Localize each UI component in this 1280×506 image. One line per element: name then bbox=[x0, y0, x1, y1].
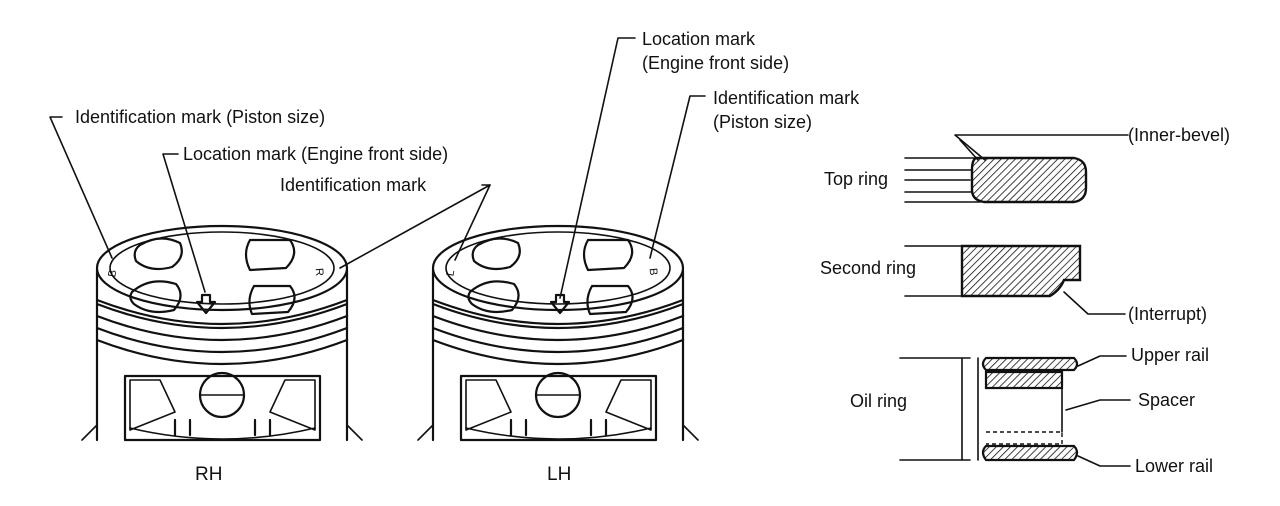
rh-ring-groove-1 bbox=[95, 302, 349, 330]
rh-ident-leader-2 bbox=[454, 184, 491, 261]
lh-ident-size-leader bbox=[649, 95, 706, 259]
lower-rail-leader bbox=[1077, 455, 1131, 467]
lh-window-left bbox=[465, 379, 512, 431]
rh-pin-boss-window bbox=[123, 374, 322, 442]
lh-skirt-sides bbox=[431, 343, 685, 442]
top-ring-cylinder-lines bbox=[904, 157, 981, 203]
rh-boss-bottom bbox=[129, 427, 316, 440]
spacer-upper-section bbox=[984, 370, 1064, 390]
oil-ring-cylinder-lines bbox=[899, 357, 971, 461]
upper-rail-section bbox=[981, 356, 1079, 372]
lh-boss-ribs bbox=[509, 418, 608, 437]
top-ring-drawing bbox=[904, 134, 1129, 204]
lh-boss-bottom bbox=[465, 427, 652, 440]
piston-rh-drawing: B R bbox=[49, 116, 491, 442]
lh-ident-label-line2: (Piston size) bbox=[713, 112, 813, 132]
rh-boss-ribs bbox=[173, 418, 272, 437]
interrupt-label: (Interrupt) bbox=[1128, 304, 1208, 324]
top-ring-section bbox=[970, 156, 1088, 204]
lh-skirt-feet bbox=[417, 424, 699, 441]
second-ring-label: Second ring bbox=[820, 258, 917, 278]
rh-ring-groove-2 bbox=[95, 314, 349, 342]
rh-caption: RH bbox=[195, 464, 223, 485]
inner-bevel-leader-2 bbox=[959, 139, 979, 161]
lh-crown-letter-right: B bbox=[647, 268, 660, 276]
second-ring-drawing bbox=[904, 244, 1126, 315]
interrupt-leader bbox=[1063, 291, 1126, 315]
lh-ring-groove-3 bbox=[431, 326, 685, 354]
lh-valve-relief-4 bbox=[586, 284, 634, 316]
oil-ring-bore-lines bbox=[961, 357, 979, 461]
lh-location-leader bbox=[559, 37, 636, 299]
inner-bevel-label: (Inner-bevel) bbox=[1128, 125, 1231, 145]
rh-crown-letter-right: R bbox=[313, 268, 326, 277]
oil-ring-label: Oil ring bbox=[850, 391, 908, 411]
rh-location-label: Location mark (Engine front side) bbox=[183, 144, 449, 164]
spacer-leader bbox=[1065, 399, 1131, 411]
lh-location-label-line1: Location mark bbox=[642, 29, 756, 49]
spacer-label: Spacer bbox=[1138, 390, 1196, 410]
lh-valve-relief-2 bbox=[582, 238, 634, 272]
lh-valve-relief-3 bbox=[467, 280, 520, 314]
lh-window-right bbox=[605, 379, 652, 431]
lh-location-arrow-mark bbox=[549, 293, 571, 315]
second-ring-section bbox=[960, 244, 1082, 298]
rh-valve-relief-4 bbox=[248, 284, 296, 316]
rh-ident-size-label: Identification mark (Piston size) bbox=[75, 107, 326, 127]
lh-ring-groove-4 bbox=[431, 338, 685, 366]
top-ring-label: Top ring bbox=[824, 169, 889, 189]
lh-pin-boss-window bbox=[459, 374, 658, 442]
lh-caption: LH bbox=[547, 464, 572, 485]
upper-rail-leader bbox=[1077, 355, 1127, 367]
lh-crown-edge bbox=[431, 224, 685, 312]
lh-crown-letter-left: L bbox=[444, 269, 457, 277]
oil-ring-drawing bbox=[899, 355, 1131, 467]
lh-skirt-top bbox=[431, 268, 685, 326]
piston-lh-drawing: L B bbox=[417, 37, 706, 442]
lh-ring-groove-2 bbox=[431, 314, 685, 342]
rh-crown-letter-left: B bbox=[106, 269, 119, 278]
rh-window-right bbox=[269, 379, 316, 431]
spacer-lower-dashed bbox=[986, 431, 1063, 445]
rh-ident-size-leader bbox=[49, 116, 113, 259]
rh-skirt-sides bbox=[95, 343, 349, 442]
lh-location-label-line2: (Engine front side) bbox=[642, 53, 790, 73]
rh-valve-relief-2 bbox=[244, 238, 296, 272]
upper-rail-label: Upper rail bbox=[1131, 345, 1210, 365]
lower-rail-label: Lower rail bbox=[1135, 456, 1214, 476]
lower-rail-section bbox=[981, 444, 1079, 462]
rh-skirt-top bbox=[95, 268, 349, 326]
rh-ident-label: Identification mark bbox=[280, 175, 427, 195]
rh-valve-relief-3 bbox=[129, 280, 182, 314]
second-ring-cylinder-lines bbox=[904, 245, 963, 297]
lh-ring-groove-1 bbox=[431, 302, 685, 330]
lh-crown-inner bbox=[445, 231, 671, 305]
rh-ring-groove-4 bbox=[95, 338, 349, 366]
rh-valve-relief-1 bbox=[133, 237, 183, 271]
lh-ring-land-sides bbox=[431, 298, 685, 347]
rh-location-leader bbox=[162, 153, 206, 293]
rh-location-arrow-mark bbox=[195, 293, 217, 315]
rh-skirt-feet bbox=[81, 424, 363, 441]
lh-valve-relief-1 bbox=[471, 237, 521, 271]
inner-bevel-leader bbox=[954, 134, 1129, 161]
rh-crown-inner bbox=[109, 231, 335, 305]
rh-ring-groove-3 bbox=[95, 326, 349, 354]
rh-ring-land-sides bbox=[95, 298, 349, 347]
rh-ident-leader-1 bbox=[339, 184, 491, 269]
rh-crown-edge bbox=[95, 224, 349, 312]
lh-ident-label-line1: Identification mark bbox=[713, 88, 860, 108]
rh-window-left bbox=[129, 379, 176, 431]
